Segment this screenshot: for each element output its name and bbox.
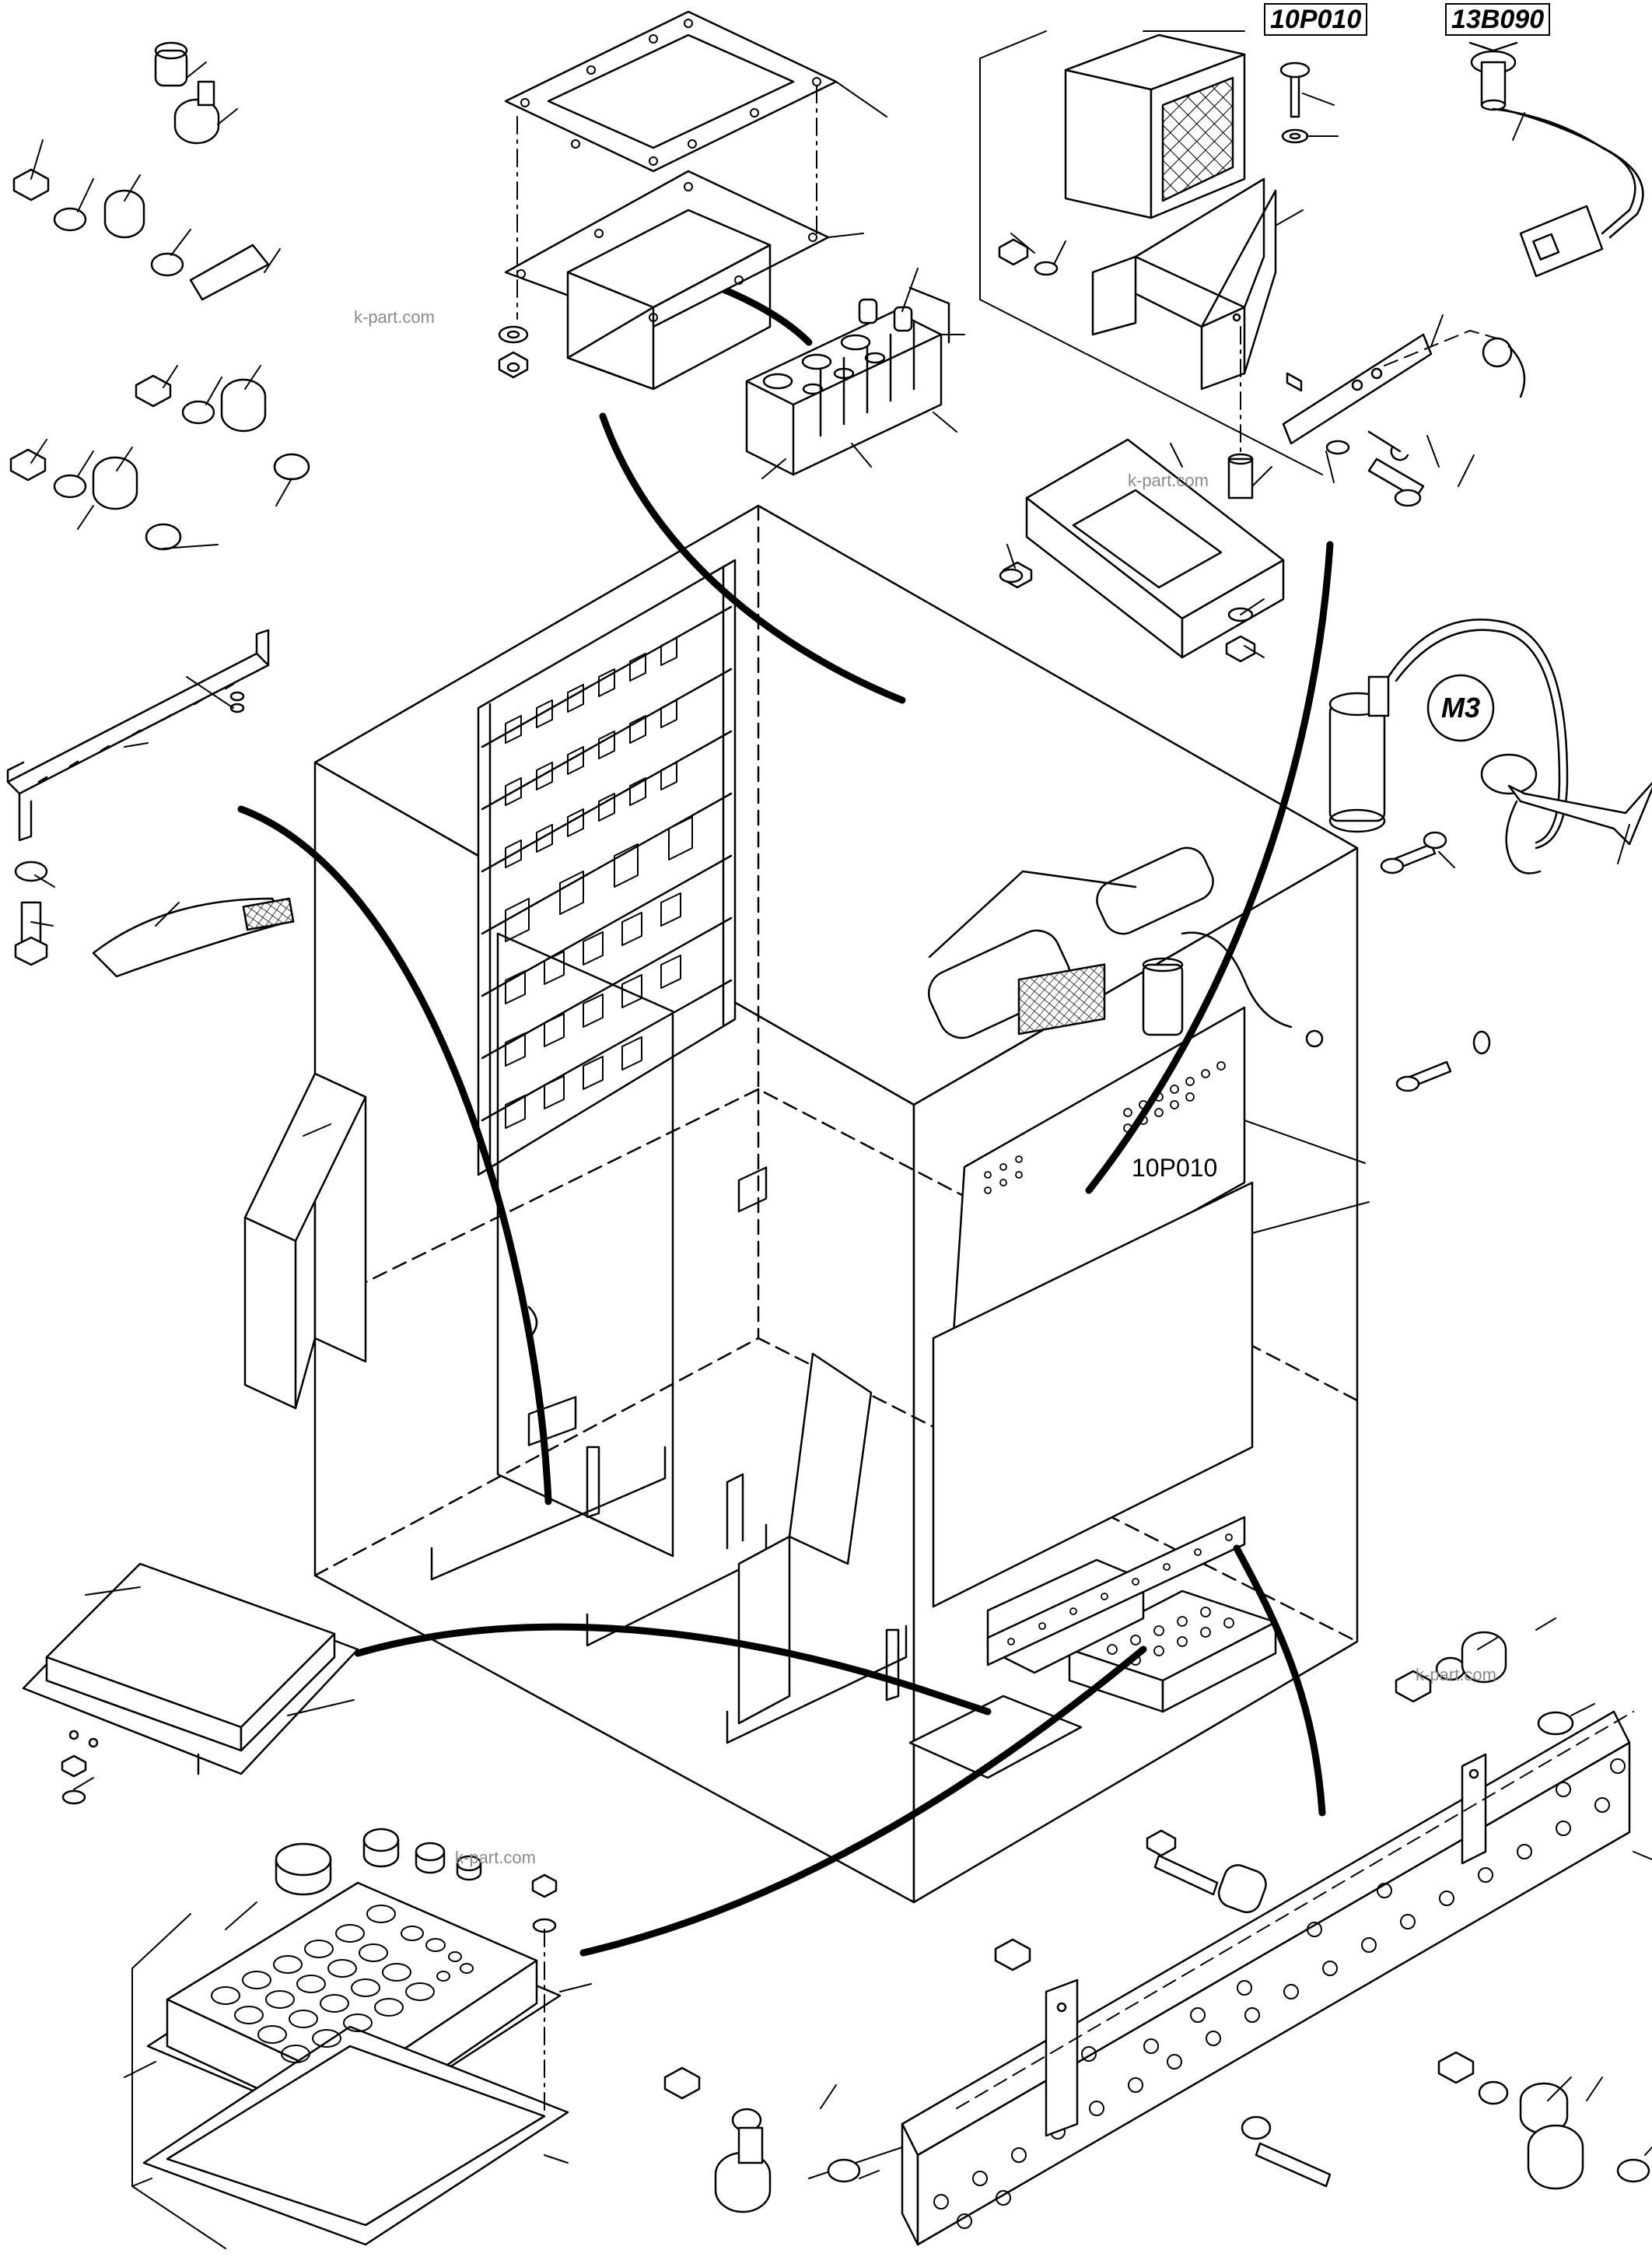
- filter-box: [1064, 33, 1246, 219]
- clamp-set-a: [154, 41, 220, 145]
- switch-block: [745, 286, 950, 476]
- cable-tie: [92, 897, 295, 978]
- cabinet-top-hatches: [928, 846, 1214, 1039]
- watermark-4: k-part.com: [1416, 1665, 1496, 1684]
- clamp-set-d: [9, 448, 182, 551]
- inner-bottom-brackets: [430, 1166, 908, 1744]
- side-cover-panel: [243, 1072, 367, 1410]
- mounting-strap: [1282, 330, 1526, 507]
- mounting-bracket: [999, 326, 1285, 663]
- motor-m3: [1328, 619, 1569, 850]
- ref-label-10p010: 10P010: [1264, 3, 1368, 36]
- bolt-washer-set-a: [998, 61, 1311, 276]
- inline-ref-label: 10P010: [1132, 1154, 1217, 1182]
- watermark-1: k-part.com: [354, 307, 435, 327]
- inner-terminal-strip: [986, 1516, 1246, 1666]
- leader-lines: [30, 30, 1652, 2187]
- watermark-3: k-part.com: [455, 1848, 536, 1867]
- terminal-rail: [808, 1710, 1652, 2246]
- watermark-2: k-part.com: [1128, 471, 1209, 490]
- rail-fasteners: [663, 1631, 1650, 2213]
- motor-m3-callout: M3: [1426, 674, 1495, 742]
- long-bracket: [6, 629, 270, 966]
- inner-accumulator: [1142, 931, 1324, 1048]
- motor-m3-label: M3: [1441, 692, 1480, 724]
- filter-bracket: [1091, 177, 1277, 391]
- panel-bezel: [504, 170, 830, 391]
- horn: [1480, 753, 1652, 874]
- grommet-plate: [131, 1828, 569, 2249]
- clamp-set-b: [12, 168, 270, 301]
- ref-label-13b090: 13B090: [1445, 3, 1551, 36]
- top-gasket: [504, 10, 838, 173]
- control-unit-box: [22, 1562, 359, 1805]
- sensor-13b090: [1468, 41, 1644, 278]
- bolt-washer-set-b: [1380, 831, 1491, 1092]
- relay-rack: [477, 559, 737, 1176]
- clamp-set-c: [135, 374, 310, 481]
- bezel-nuts: [498, 325, 529, 379]
